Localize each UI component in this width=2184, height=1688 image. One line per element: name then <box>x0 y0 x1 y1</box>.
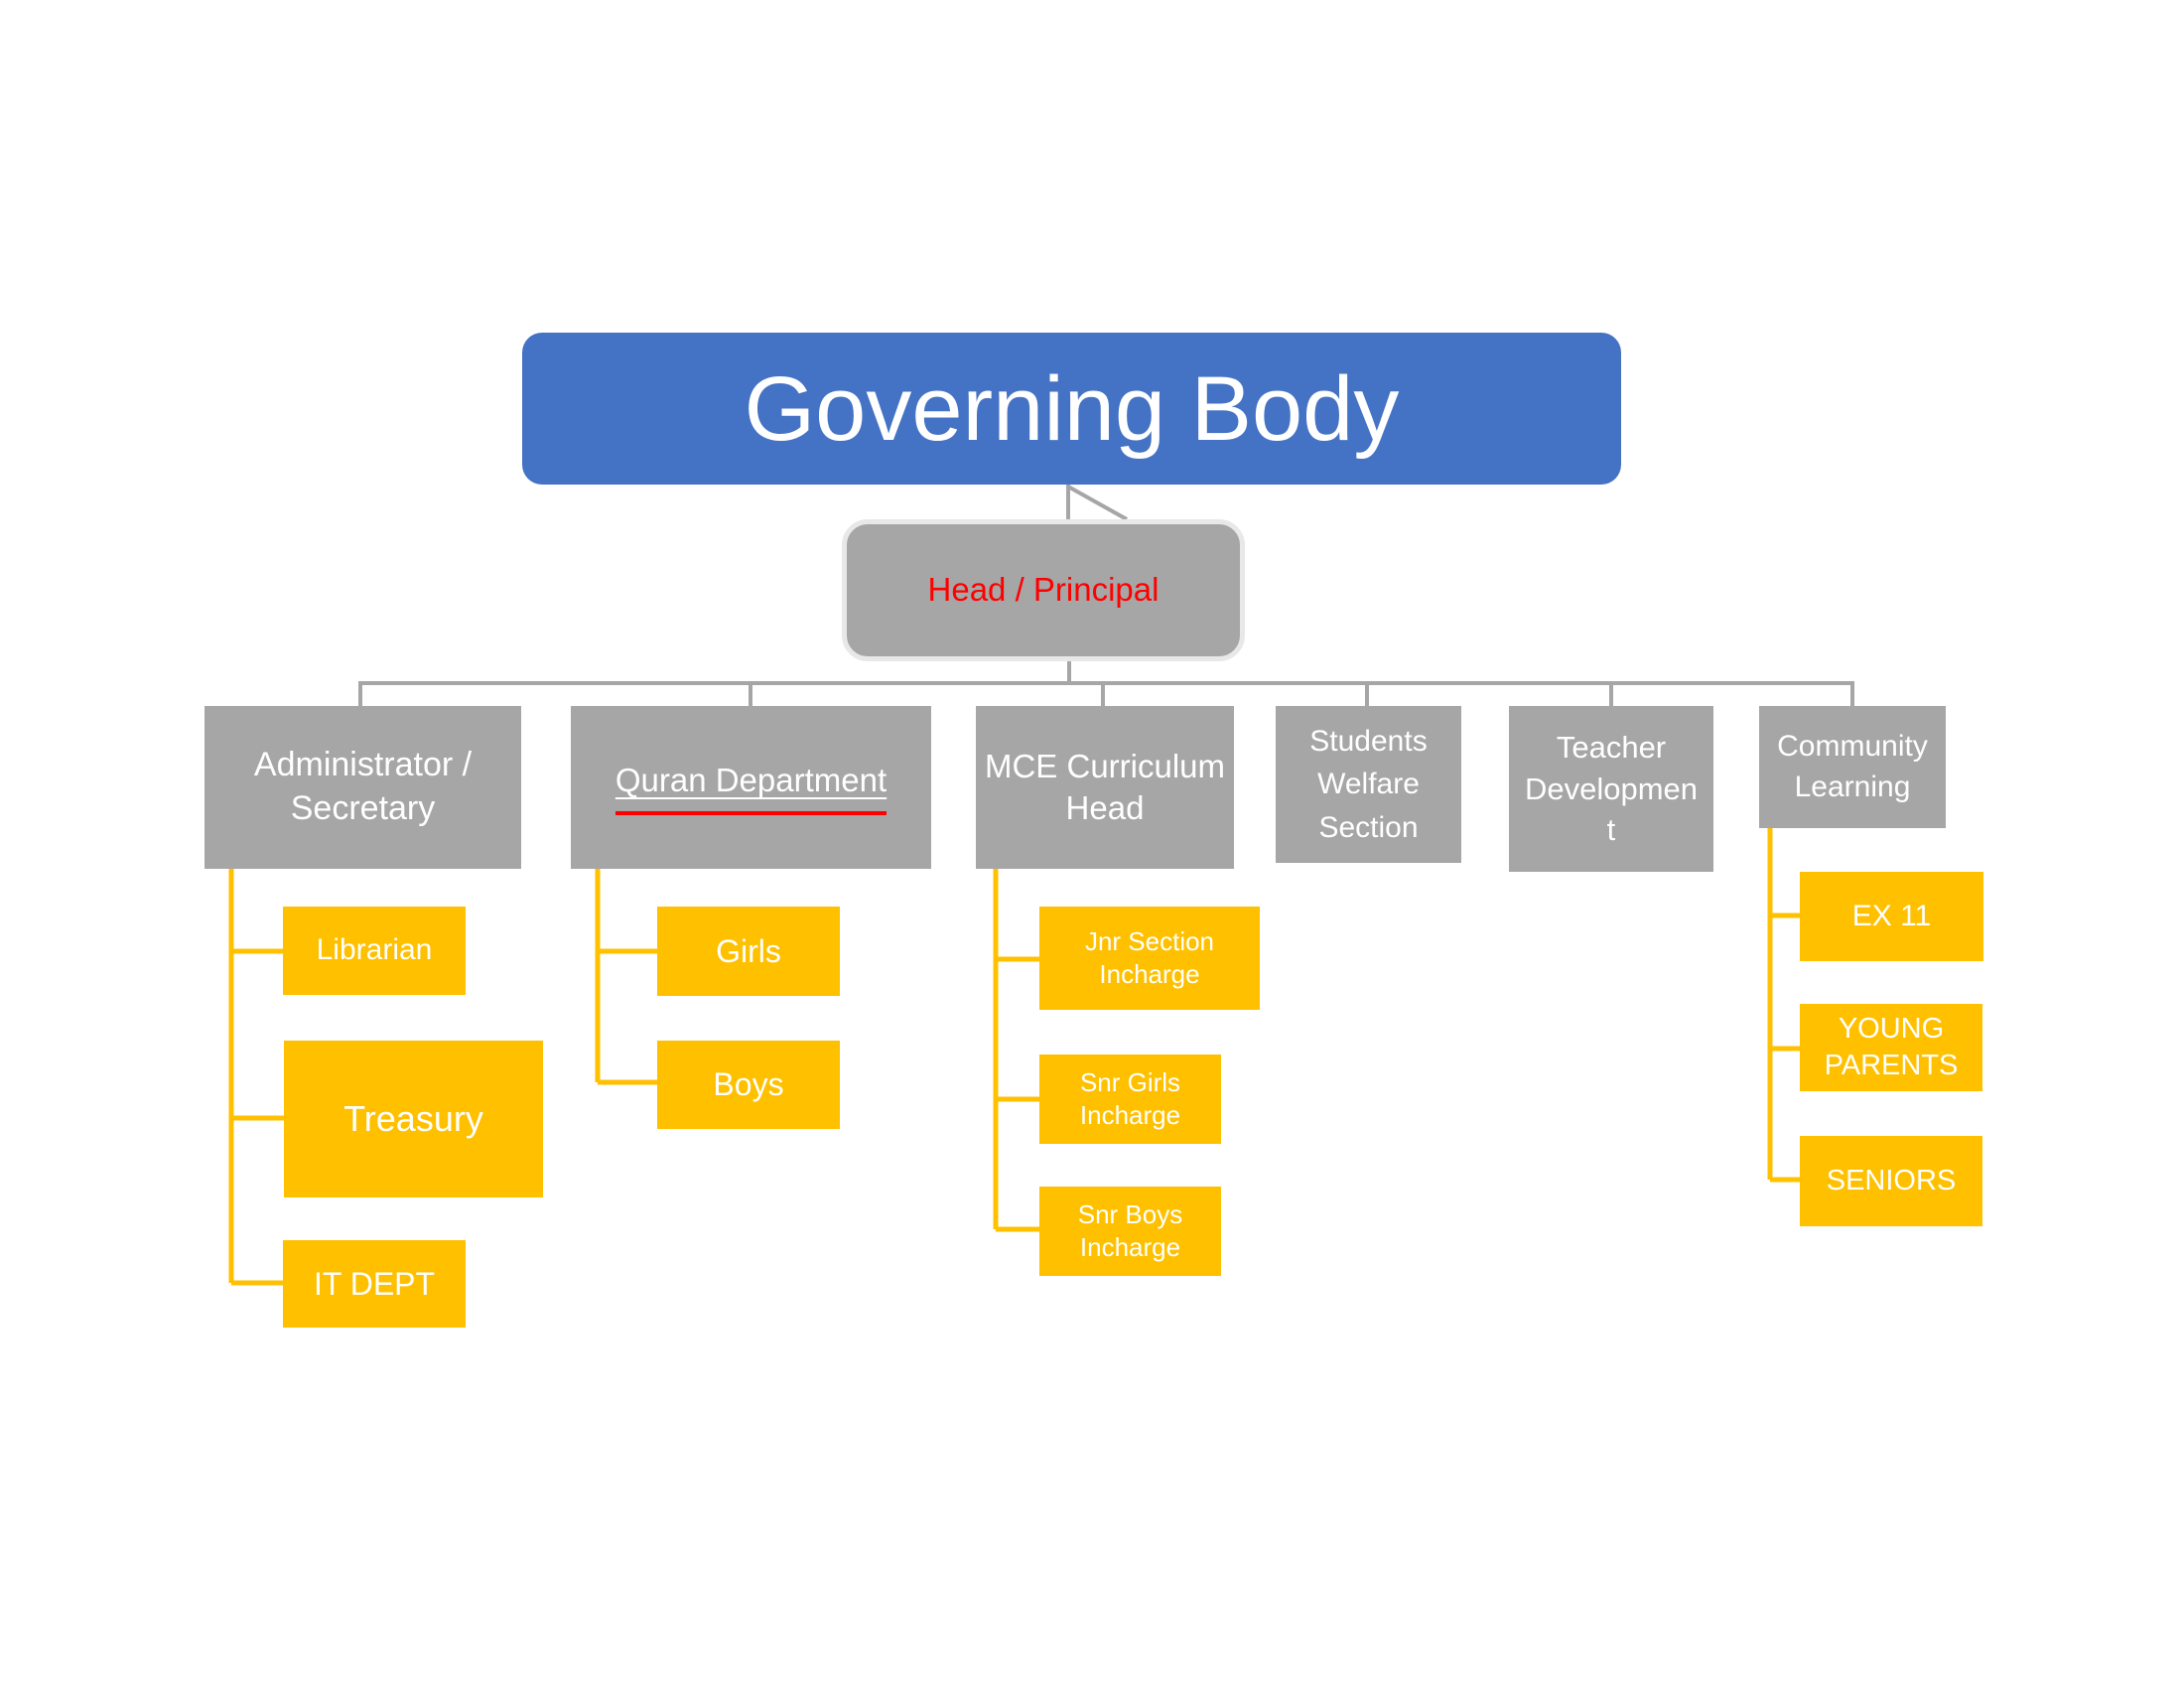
node-young-parents-box: YOUNG PARENTS <box>1800 1004 1982 1091</box>
node-jnr-section-incharge-box: Jnr Section Incharge <box>1039 907 1260 1010</box>
node-librarian-label: Librarian <box>316 933 433 967</box>
dept-mce-curriculum-head-box: MCE Curriculum Head <box>976 706 1234 869</box>
node-snr-girls-incharge-label: Snr Girls Incharge <box>1079 1066 1181 1130</box>
dept-teacher-development-label: Teacher Developmen t <box>1524 729 1699 848</box>
node-girls-label: Girls <box>716 932 781 969</box>
node-ex-11-label: EX 11 <box>1851 899 1932 932</box>
node-seniors-label: SENIORS <box>1826 1164 1957 1196</box>
node-snr-boys-incharge-box: Snr Boys Incharge <box>1039 1187 1221 1276</box>
node-snr-girls-incharge-box: Snr Girls Incharge <box>1039 1055 1221 1144</box>
dept-administrator-secretary-box: Administrator / Secretary <box>205 706 521 869</box>
node-it-dept-box: IT DEPT <box>283 1240 466 1328</box>
dept-mce-curriculum-head-label: MCE Curriculum Head <box>984 747 1226 826</box>
node-treasury-label: Treasury <box>343 1097 483 1139</box>
node-jnr-section-incharge-label: Jnr Section Incharge <box>1084 925 1215 989</box>
node-young-parents-label: YOUNG PARENTS <box>1824 1012 1959 1081</box>
connector-department-bus <box>358 681 1854 706</box>
node-girls-box: Girls <box>657 907 840 996</box>
dept-community-learning-label: Community Learning <box>1777 730 1928 803</box>
node-boys-label: Boys <box>713 1066 784 1103</box>
node-ex-11-box: EX 11 <box>1800 872 1983 961</box>
dept-quran-department-label: Quran Department <box>614 760 887 815</box>
connector-root-diagonal <box>1067 485 1128 521</box>
node-it-dept-label: IT DEPT <box>313 1265 436 1302</box>
governing-body-label: Governing Body <box>744 357 1400 460</box>
head-principal-box: Head / Principal <box>842 519 1245 661</box>
dept-students-welfare-section-label: Students Welfare Section <box>1309 724 1428 844</box>
node-treasury-box: Treasury <box>284 1041 543 1197</box>
dept-community-learning-box: Community Learning <box>1759 706 1946 828</box>
dept-quran-department-box: Quran Department <box>571 706 931 869</box>
node-librarian-box: Librarian <box>283 907 466 995</box>
node-snr-boys-incharge-label: Snr Boys Incharge <box>1077 1198 1183 1262</box>
dept-teacher-development-box: Teacher Developmen t <box>1509 706 1713 872</box>
dept-administrator-secretary-label: Administrator / Secretary <box>253 746 473 827</box>
node-boys-box: Boys <box>657 1041 840 1129</box>
dept-students-welfare-section-box: Students Welfare Section <box>1276 706 1461 863</box>
governing-body-box: Governing Body <box>522 333 1621 485</box>
head-principal-label: Head / Principal <box>927 571 1160 609</box>
node-seniors-box: SENIORS <box>1800 1136 1982 1226</box>
